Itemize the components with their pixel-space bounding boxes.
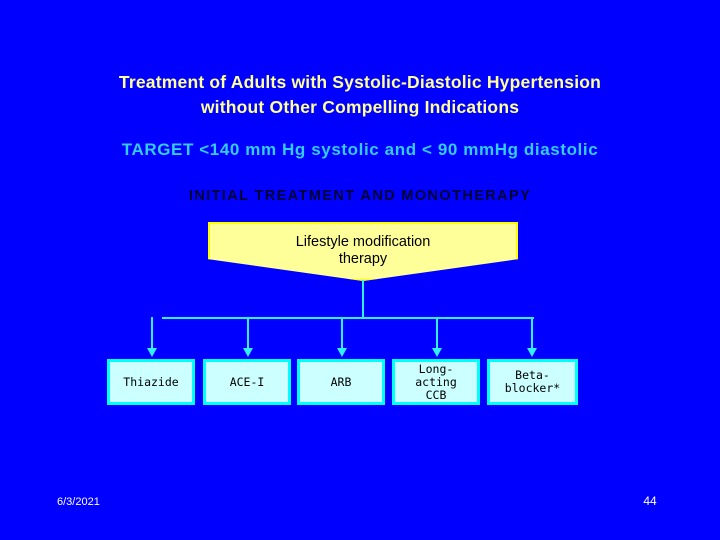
drug-option-label-line: ACE-I — [229, 374, 265, 389]
drug-option-label-line: ARB — [330, 374, 352, 389]
connector-horizontal-bar — [162, 317, 534, 319]
drug-option-label-line: CCB — [425, 387, 447, 402]
footer-page-number: 44 — [643, 494, 657, 508]
connector-drop-5 — [531, 317, 533, 349]
connector-arrowhead-2 — [243, 348, 253, 357]
drug-option-box[interactable]: ACE-I — [203, 359, 291, 405]
target-statement: TARGET <140 mm Hg systolic and < 90 mmHg… — [121, 140, 599, 159]
slide-title-line-1: Treatment of Adults with Systolic-Diasto… — [118, 72, 602, 92]
drug-option-label-line: Beta- — [515, 368, 550, 382]
connector-arrowhead-1 — [147, 348, 157, 357]
chevron-text-line-1: Lifestyle modification — [295, 234, 431, 250]
drug-option-label-line: Long- — [418, 361, 454, 376]
connector-arrowhead-4 — [432, 348, 442, 357]
slide-title-line-2: without Other Compelling Indications — [200, 97, 520, 117]
drug-option-label-line: acting — [415, 374, 457, 389]
connector-vertical-stem — [362, 280, 364, 319]
connector-arrowhead-3 — [337, 348, 347, 357]
connector-drop-2 — [247, 317, 249, 349]
section-heading: INITIAL TREATMENT AND MONOTHERAPY — [188, 188, 532, 204]
drug-option-box[interactable]: Beta-blocker* — [487, 359, 578, 405]
lifestyle-modification-label: Lifestyle modification therapy — [208, 222, 518, 281]
drug-option-label-line: Thiazide — [123, 374, 179, 389]
connector-arrowhead-5 — [527, 348, 537, 357]
drug-option-box[interactable]: Thiazide — [107, 359, 195, 405]
connector-drop-4 — [436, 317, 438, 349]
drug-option-label-line: blocker* — [504, 381, 561, 395]
slide-title: Treatment of Adults with Systolic-Diasto… — [50, 70, 670, 120]
chevron-text-line-2: therapy — [338, 251, 388, 267]
drug-option-box[interactable]: ARB — [297, 359, 385, 405]
connector-drop-3 — [341, 317, 343, 349]
connector-drop-1 — [151, 317, 153, 349]
footer-date: 6/3/2021 — [57, 496, 100, 508]
